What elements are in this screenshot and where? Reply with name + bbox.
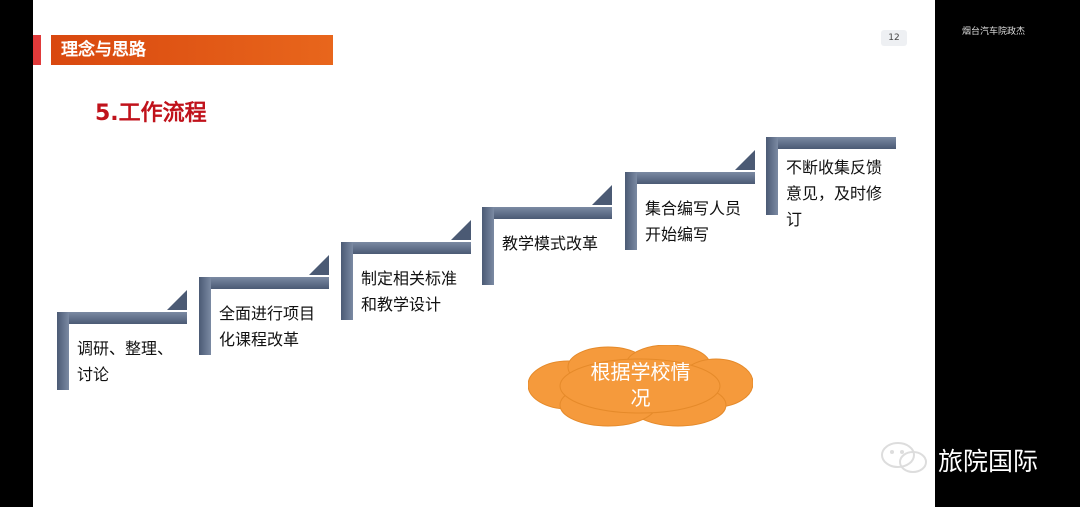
step-6-label: 不断收集反馈意见，及时修订	[786, 158, 883, 229]
slide: 理念与思路 12 5.工作流程 调研、整理、讨论 全面进行项目化课程改革 制定相…	[33, 0, 935, 507]
header-accent	[33, 35, 41, 65]
header-title: 理念与思路	[61, 40, 146, 60]
step-5-label: 集合编写人员开始编写	[645, 199, 742, 244]
slide-title: 5.工作流程	[95, 101, 207, 126]
cloud-text: 根据学校情况	[590, 360, 691, 410]
page-number: 12	[881, 30, 907, 46]
cloud-shape	[527, 344, 754, 427]
header-bar	[51, 35, 333, 65]
side-caption: 烟台汽车院政杰	[962, 27, 1026, 37]
step-3-label: 制定相关标准和教学设计	[361, 269, 458, 314]
wechat-icon	[880, 440, 930, 480]
step-2-label: 全面进行项目化课程改革	[219, 304, 316, 349]
watermark-text: 旅院国际	[938, 447, 1039, 476]
cloud-callout: 根据学校情况	[527, 344, 754, 427]
step-1-label: 调研、整理、讨论	[77, 339, 174, 384]
step-4-label: 教学模式改革	[502, 234, 599, 253]
